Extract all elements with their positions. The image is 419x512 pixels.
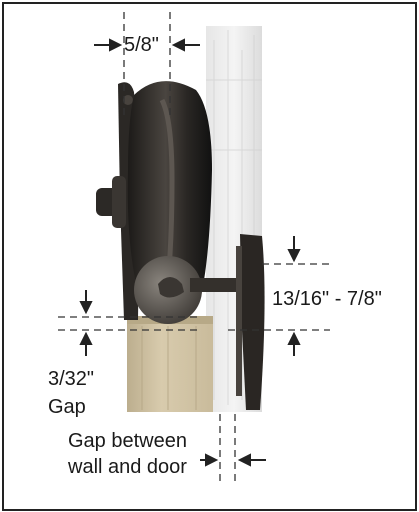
axle-washer xyxy=(112,176,126,228)
arrow-up-bracket xyxy=(287,331,301,345)
wall-bracket-shadow xyxy=(236,246,242,396)
wall-gap-label-line2: wall and door xyxy=(68,456,187,478)
arrow-left-wallgap xyxy=(237,453,251,467)
wall-bracket-plate xyxy=(240,234,265,410)
bracket-height-label: 13/16" - 7/8" xyxy=(272,288,382,310)
gap-word-label: Gap xyxy=(48,396,86,418)
arrow-right-wallgap xyxy=(205,453,219,467)
arrows xyxy=(79,38,301,467)
arrow-left-5-8 xyxy=(171,38,185,52)
hub-slot xyxy=(158,277,184,298)
strap-bolt-top xyxy=(123,95,133,105)
door xyxy=(127,316,213,412)
wheel-width-label: 5/8" xyxy=(124,34,159,56)
dimension-lines xyxy=(58,12,330,486)
arrow-right-5-8 xyxy=(109,38,123,52)
gap-size-label: 3/32" xyxy=(48,368,95,390)
wall-gap-label-line1: Gap between xyxy=(68,430,187,452)
door-grain xyxy=(141,326,197,410)
arrow-down-gap xyxy=(79,301,93,315)
arrow-up-gap xyxy=(79,331,93,345)
arrow-down-bracket xyxy=(287,249,301,263)
